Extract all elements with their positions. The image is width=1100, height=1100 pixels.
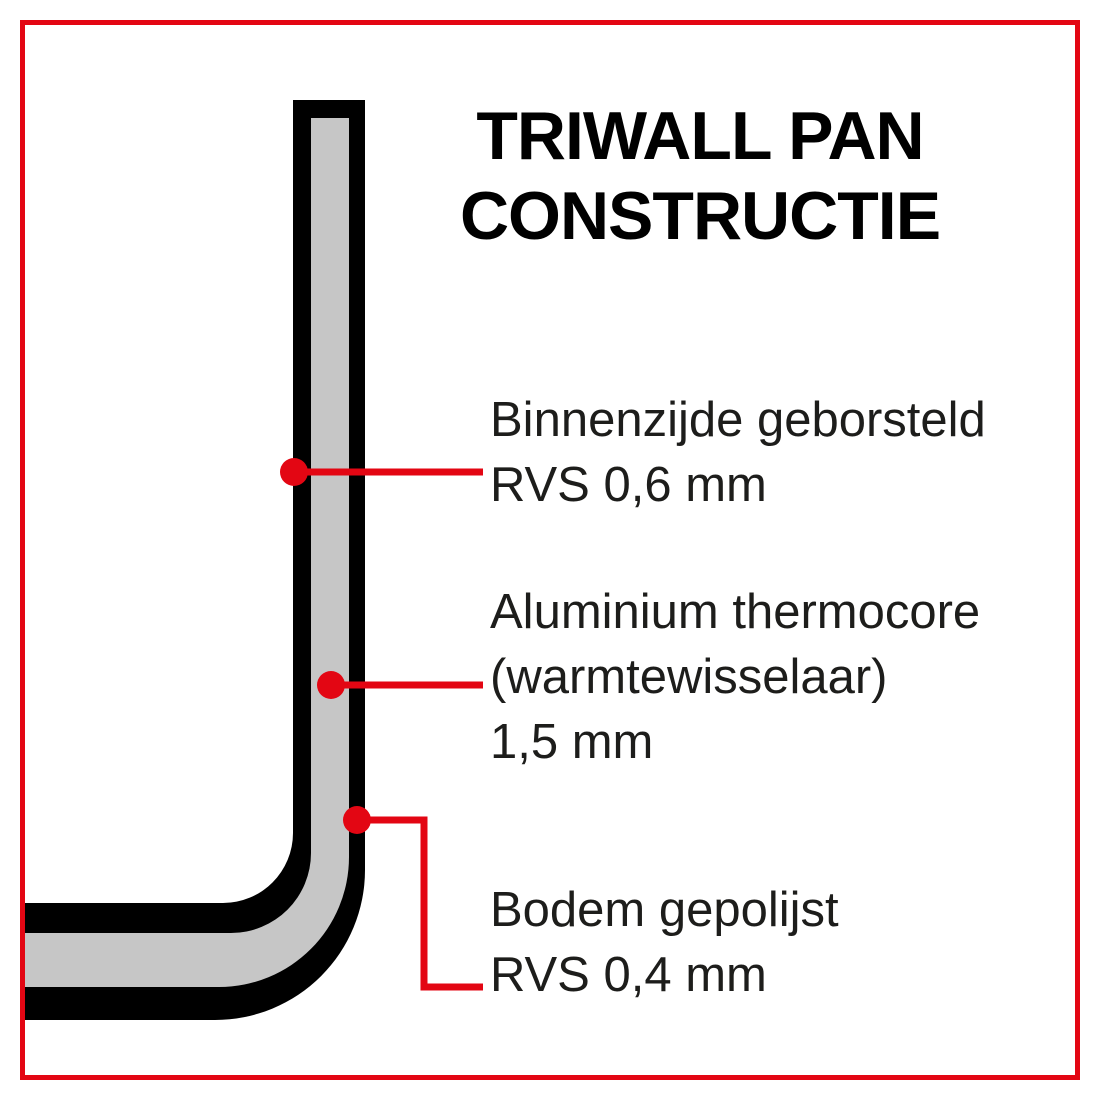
title-line-2: CONSTRUCTIE <box>459 178 941 254</box>
callout-text-line: RVS 0,6 mm <box>490 458 767 512</box>
callout-dot-core <box>317 671 345 699</box>
callout-dot-bottom <box>343 806 371 834</box>
pan-aluminium-core-shape <box>25 118 349 987</box>
callout-text-line: Binnenzijde geborsteld <box>490 393 986 447</box>
callout-dot-inner-wall <box>280 458 308 486</box>
callout-text-line: RVS 0,4 mm <box>490 948 767 1002</box>
callout-text-line: (warmtewisselaar) <box>490 650 888 704</box>
callout-line-bottom <box>357 816 483 991</box>
title-line-1: TRIWALL PAN <box>476 98 924 174</box>
callout-text-core: Aluminium thermocore (warmtewisselaar) 1… <box>490 580 980 775</box>
callout-text-inner-wall: Binnenzijde geborsteld RVS 0,6 mm <box>490 388 986 518</box>
callout-text-line: Aluminium thermocore <box>490 585 981 639</box>
callout-text-bottom: Bodem gepolijst RVS 0,4 mm <box>490 878 839 1008</box>
callout-text-line: 1,5 mm <box>490 715 654 769</box>
callout-text-line: Bodem gepolijst <box>490 883 839 937</box>
diagram-title: TRIWALL PAN CONSTRUCTIE <box>390 96 1010 256</box>
